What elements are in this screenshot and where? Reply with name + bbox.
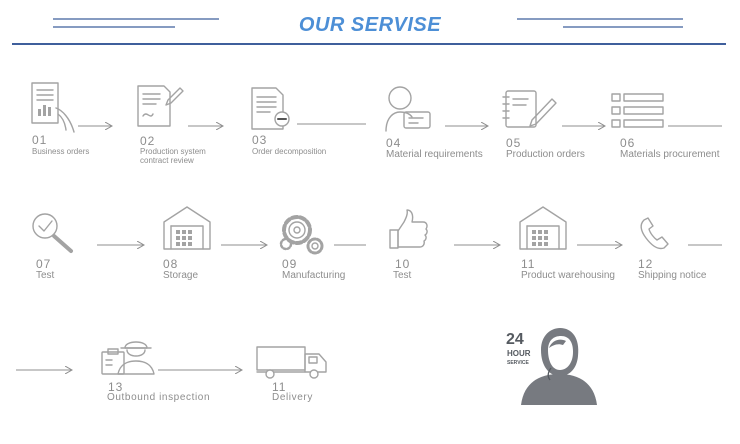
step-label: contract review: [140, 156, 194, 165]
step-number: 06: [620, 136, 636, 150]
contract-pen-icon: [137, 85, 184, 127]
step-label: Test: [393, 270, 412, 281]
thumbs-up-icon: [389, 209, 428, 249]
person-chat-icon: [385, 86, 431, 132]
step-number: 04: [386, 136, 402, 150]
step-label: Delivery: [272, 392, 313, 403]
step-label: Test: [36, 270, 55, 281]
step-label: Material requirements: [386, 149, 483, 160]
step-label: Business orders: [32, 147, 90, 156]
step-number: 11: [272, 380, 287, 394]
document-hand-icon: [31, 82, 75, 133]
step-label: Materials procurement: [620, 149, 720, 160]
step-number: 10: [395, 257, 411, 271]
step-number: 09: [282, 257, 298, 271]
gears-icon: [279, 215, 324, 255]
notebook-pen-icon: [502, 90, 557, 128]
truck-icon: [256, 346, 327, 379]
inspector-clipboard-icon: [101, 341, 155, 375]
step-number: 12: [638, 257, 654, 271]
step-number: 02: [140, 134, 156, 148]
checklist-icon: [611, 93, 664, 128]
step-label: Production system: [140, 147, 206, 156]
step-number: 11: [521, 257, 536, 271]
phone-icon: [640, 217, 669, 250]
step-number: 05: [506, 136, 522, 150]
support-agent-icon: [521, 328, 597, 405]
step-label: Production orders: [506, 149, 585, 160]
step-number: 13: [108, 380, 124, 394]
warehouse-icon: [163, 206, 211, 250]
step-label: Manufacturing: [282, 270, 346, 281]
service-hour-label: HOUR: [507, 349, 531, 358]
step-label: Product warehousing: [521, 270, 615, 281]
step-label: Order decomposition: [252, 147, 327, 156]
service-hours-number: 24: [506, 331, 524, 348]
step-label: Storage: [163, 270, 199, 281]
warehouse-icon-2: [519, 206, 567, 250]
step-label: Outbound inspection: [107, 392, 211, 403]
step-number: 01: [32, 133, 48, 147]
magnifier-check-icon: [32, 213, 73, 253]
step-label: Shipping notice: [638, 270, 707, 281]
document-minus-icon: [251, 87, 290, 130]
step-number: 07: [36, 257, 52, 271]
page-title: OUR SERVISE: [298, 14, 442, 36]
service-service-label: SERVICE: [507, 360, 529, 366]
step-number: 03: [252, 133, 268, 147]
step-number: 08: [163, 257, 179, 271]
